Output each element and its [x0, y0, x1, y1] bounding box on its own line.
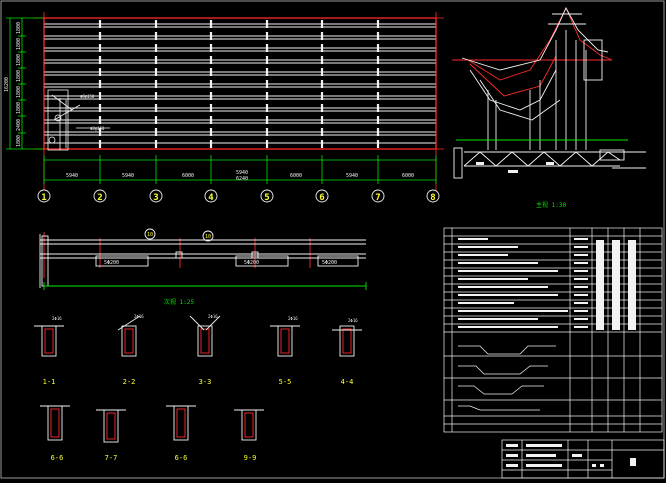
axis-label-5: 5 — [264, 193, 269, 203]
dim-left-8: 1800 — [16, 135, 22, 147]
svg-text:Φ8@150: Φ8@150 — [80, 94, 95, 99]
title-block — [501, 439, 665, 479]
roof-plan: Φ8@150 Φ8@150 — [34, 12, 444, 190]
detail-rebar-3: 2Φ16 — [208, 314, 218, 319]
detail-rebar-5: 2Φ16 — [348, 318, 358, 323]
dim-bottom-5: 6000 — [290, 173, 302, 179]
section-note-1: 5Φ200 — [104, 260, 119, 266]
detail-label-8: 6-6 — [175, 454, 188, 462]
dim-left-5: 1800 — [16, 86, 22, 98]
section-note-2: 5Φ200 — [244, 260, 259, 266]
axis-label-1: 1 — [41, 193, 46, 203]
axis-label-4: 4 — [208, 193, 214, 203]
section-note-3: 5Φ200 — [322, 260, 337, 266]
plan-purlins — [44, 23, 436, 144]
detail-label-7: 7-7 — [105, 454, 118, 462]
dim-bottom-total: 6240 — [236, 176, 248, 182]
dim-bottom-4: 5940 — [236, 170, 248, 176]
detail-label-1: 1-1 — [43, 378, 56, 386]
detail-label-2: 2-2 — [123, 378, 136, 386]
dim-bottom-1: 5940 — [66, 173, 78, 179]
axis-label-6: 6 — [319, 193, 324, 203]
detail-rebar-1: 2Φ16 — [52, 316, 62, 321]
section-title: 次视 1:25 — [164, 298, 194, 306]
dim-bottom-6: 5940 — [346, 173, 358, 179]
detail-label-3: 3-3 — [199, 378, 212, 386]
section-marker-1: 10 — [147, 232, 153, 238]
gate-elevation — [452, 6, 646, 179]
grid-axis-bubbles — [37, 189, 440, 203]
dim-left-2: 1800 — [16, 38, 22, 50]
plan-bottom-dimensions: 5940 5940 6000 5940 6240 6000 5940 6000 — [43, 155, 437, 184]
plan-left-dimensions: 16200 1800 1800 1800 1800 1800 1800 2400… — [4, 17, 44, 150]
axis-label-8: 8 — [430, 193, 435, 203]
detail-label-4: 5-5 — [279, 378, 292, 386]
detail-rebar-2: 2Φ16 — [134, 314, 144, 319]
dim-left-6: 1800 — [16, 102, 22, 114]
material-table — [443, 227, 663, 433]
elevation-title: 主视 1:30 — [536, 201, 566, 209]
section-details-row2 — [40, 405, 264, 443]
detail-rebar-4: 2Φ16 — [288, 316, 298, 321]
plan-detail-tags: Φ8@150 Φ8@150 — [80, 94, 105, 131]
dim-left-3: 1800 — [16, 54, 22, 66]
detail-label-5: 4-4 — [341, 378, 354, 386]
table-row-bars — [458, 238, 636, 330]
detail-label-6: 6-6 — [51, 454, 64, 462]
svg-text:Φ8@150: Φ8@150 — [90, 126, 105, 131]
plan-posts — [98, 20, 380, 148]
dim-bottom-2: 5940 — [122, 173, 134, 179]
dim-bottom-7: 6000 — [402, 173, 414, 179]
dim-total-left: 16200 — [4, 77, 10, 92]
section-details-row1 — [34, 315, 362, 357]
section-marker-2: 10 — [205, 234, 211, 240]
beam-section — [39, 228, 367, 290]
dim-bottom-3: 6000 — [182, 173, 194, 179]
dim-left-4: 1800 — [16, 70, 22, 82]
axis-label-3: 3 — [153, 193, 158, 203]
axis-label-2: 2 — [97, 193, 102, 203]
axis-label-7: 7 — [375, 193, 380, 203]
detail-label-9: 9-9 — [244, 454, 257, 462]
plan-detail-cluster — [47, 89, 110, 151]
dim-left-7: 2400 — [16, 119, 22, 131]
title-block-marks — [506, 444, 636, 467]
dim-left-1: 1800 — [16, 22, 22, 34]
